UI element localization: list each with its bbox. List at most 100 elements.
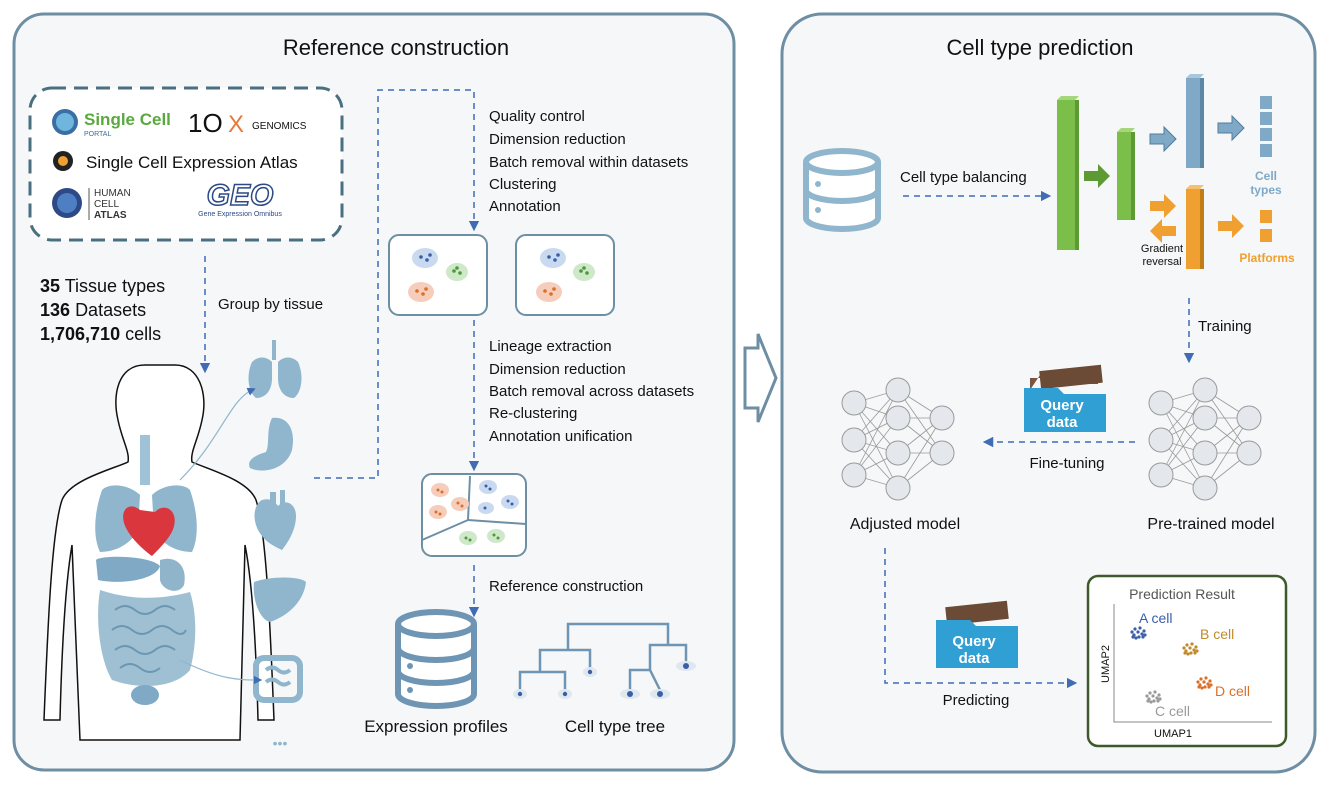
svg-text:1,706,710 cells: 1,706,710 cells <box>40 324 161 344</box>
scatter-point <box>1140 632 1144 636</box>
network-node <box>1192 377 1218 403</box>
svg-text:Quality control: Quality control <box>489 108 585 125</box>
integrated-cluster-box <box>421 473 527 557</box>
network-node <box>1192 440 1218 466</box>
scatter-point <box>1141 635 1145 639</box>
prediction-result-title: Prediction Result <box>1129 586 1235 602</box>
network-node <box>885 440 911 466</box>
svg-text:CELL: CELL <box>94 199 119 210</box>
tree-leaf-cells <box>513 661 696 699</box>
scatter-point <box>1137 635 1141 639</box>
svg-text:data: data <box>959 650 991 667</box>
pretrained-model-label: Pre-trained model <box>1147 516 1274 533</box>
umap-scatter-points <box>1130 626 1213 704</box>
query-data-folder-icon: Query data <box>1024 364 1106 432</box>
gradient-reversal-label-line2: reversal <box>1142 256 1181 268</box>
heart-icon <box>254 490 296 550</box>
svg-text:Lineage extraction: Lineage extraction <box>489 338 612 355</box>
svg-text:GENOMICS: GENOMICS <box>252 121 307 132</box>
svg-text:ATLAS: ATLAS <box>94 210 127 221</box>
single-cell-expression-atlas-logo: Single Cell Expression Atlas <box>53 151 298 172</box>
pretrained-model-network <box>1148 377 1262 501</box>
scatter-point <box>1206 682 1210 686</box>
human-cell-atlas-logo: HUMAN CELL ATLAS <box>52 188 131 221</box>
scatter-point <box>1136 630 1140 634</box>
scatter-point <box>1157 693 1161 697</box>
network-connection <box>853 402 899 489</box>
network-node <box>885 475 911 501</box>
svg-text:Batch removal across datasets: Batch removal across datasets <box>489 383 694 400</box>
network-node <box>1148 390 1174 416</box>
organ-icons: ••• <box>248 340 306 751</box>
network-node <box>841 390 867 416</box>
umap2-axis-label: UMAP2 <box>1100 645 1112 683</box>
expression-profiles-database-icon <box>395 609 477 709</box>
network-node <box>1148 462 1174 488</box>
scatter-point <box>1158 697 1162 701</box>
network-connection <box>1160 389 1206 476</box>
human-body-illustration <box>43 364 275 741</box>
network-connection <box>897 417 943 489</box>
training-database-icon <box>803 148 881 232</box>
scatter-point <box>1188 646 1192 650</box>
prediction-result-box: Prediction Result UMAP2 UMAP1 A cell B c… <box>1086 574 1288 748</box>
scatter-point <box>1133 627 1137 631</box>
scatter-point <box>1195 649 1199 653</box>
scatter-point <box>1208 679 1212 683</box>
scatter-point <box>1145 694 1149 698</box>
network-node <box>1236 440 1262 466</box>
scatter-point <box>1197 685 1201 689</box>
network-connection <box>1204 417 1250 489</box>
scatter-point <box>1194 645 1198 649</box>
scatter-point <box>1189 651 1193 655</box>
network-node <box>841 462 867 488</box>
scatter-point <box>1148 691 1152 695</box>
scatter-point <box>1143 633 1147 637</box>
processing-steps-2: Lineage extraction Dimension reduction B… <box>489 338 694 445</box>
svg-text:Dimension reduction: Dimension reduction <box>489 361 626 378</box>
reference-construction-panel: Reference construction Single Cell PORTA… <box>12 12 736 772</box>
d-cell-label: D cell <box>1215 683 1250 699</box>
scatter-point <box>1193 651 1197 655</box>
liver-icon <box>253 577 306 622</box>
single-cell-portal-logo: Single Cell PORTAL <box>52 109 171 138</box>
svg-text:Batch removal within datasets: Batch removal within datasets <box>489 154 688 171</box>
svg-text:136 Datasets: 136 Datasets <box>40 300 146 320</box>
umap1-axis-label: UMAP1 <box>1154 728 1192 740</box>
adjusted-model-label: Adjusted model <box>850 516 960 533</box>
svg-text:data: data <box>1047 414 1079 431</box>
svg-text:GEO: GEO <box>207 179 274 212</box>
scatter-point <box>1152 699 1156 703</box>
scatter-point <box>1138 626 1142 630</box>
network-node <box>1192 475 1218 501</box>
scatter-point <box>1196 680 1200 684</box>
scatter-point <box>1153 690 1157 694</box>
expression-profiles-label: Expression profiles <box>364 717 508 736</box>
svg-text:Annotation unification: Annotation unification <box>489 428 632 445</box>
panel-transition-arrow <box>743 333 778 423</box>
network-node <box>1192 405 1218 431</box>
svg-text:Query: Query <box>1040 397 1084 414</box>
data-sources-box: Single Cell PORTAL 1O X GENOMICS Single … <box>28 86 344 242</box>
predicting-label: Predicting <box>943 692 1010 709</box>
scatter-point <box>1192 648 1196 652</box>
network-node <box>1148 427 1174 453</box>
lungs-icon <box>248 340 302 398</box>
scatter-point <box>1130 630 1134 634</box>
scatter-point <box>1207 685 1211 689</box>
group-by-tissue-label: Group by tissue <box>218 296 323 313</box>
svg-text:Query: Query <box>952 633 996 650</box>
cell-type-tree-icon <box>518 622 688 691</box>
neural-network-architecture <box>1057 74 1272 269</box>
cell-type-balancing-label: Cell type balancing <box>900 169 1027 186</box>
more-organs-ellipsis: ••• <box>273 735 288 751</box>
scatter-point <box>1186 652 1190 656</box>
svg-text:Re-clustering: Re-clustering <box>489 405 577 422</box>
svg-text:X: X <box>228 111 244 138</box>
adjusted-model-network <box>841 377 955 501</box>
cell-types-label-line1: Cell <box>1255 169 1277 183</box>
scatter-point <box>1199 677 1203 681</box>
svg-text:Single Cell Expression Atlas: Single Cell Expression Atlas <box>86 153 298 172</box>
processing-steps-1: Quality control Dimension reduction Batc… <box>489 108 688 215</box>
svg-text:Annotation: Annotation <box>489 198 561 215</box>
